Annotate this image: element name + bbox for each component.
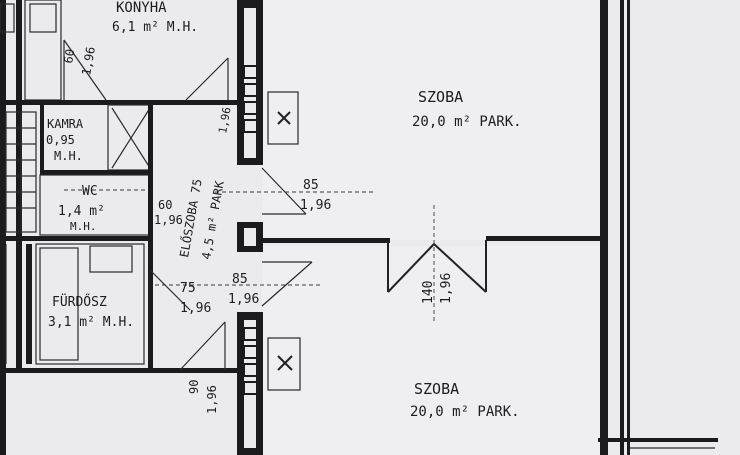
room-top-door-height: 1,96 [300, 198, 331, 213]
bathroom-area: 3,1 m² M.H. [48, 315, 134, 330]
wc-floor: M.H. [70, 220, 97, 233]
wc-door-height: 1,96 [154, 213, 183, 227]
kitchen-name: KONYHA [116, 0, 167, 16]
wc-area: 1,4 m² [58, 204, 105, 219]
chimney-bottom [243, 327, 301, 395]
wc-door-width: 60 [158, 198, 172, 212]
room-top-floor [262, 0, 602, 240]
room-top-area: 20,0 m² PARK. [412, 114, 522, 130]
pantry-floor: M.H. [54, 149, 83, 163]
room-bottom-floor [262, 246, 602, 455]
kitchen-area: 6,1 m² M.H. [112, 20, 198, 35]
wc-name: WC [82, 184, 98, 199]
between-rooms-height: 1,96 [439, 273, 454, 304]
between-rooms-width: 140 [421, 281, 436, 304]
lower-door-height: 1,96 [205, 385, 219, 414]
main-wall [237, 0, 263, 455]
room-bottom-name: SZOBA [414, 380, 459, 398]
bathroom-name: FÜRDŐSZ [52, 293, 107, 310]
room-top-name: SZOBA [418, 88, 463, 106]
room-partition [262, 205, 602, 322]
service-walls [0, 0, 238, 455]
hall-side-height: 1,96 [216, 106, 233, 134]
right-walls [598, 0, 718, 455]
pantry-name: KAMRA [47, 117, 84, 131]
room-bottom-door-width: 85 [232, 272, 248, 287]
chimney-top [243, 65, 299, 145]
lower-door-width: 90 [187, 380, 201, 394]
kitchen-door-height: 1,96 [79, 46, 98, 77]
bath-door-width: 75 [180, 281, 196, 296]
bath-door-height: 1,96 [180, 301, 211, 316]
door-swings [149, 57, 375, 371]
kitchen-door-width: 60 [61, 48, 77, 65]
pantry-area: 0,95 [46, 133, 75, 147]
room-bottom-door-height: 1,96 [228, 292, 259, 307]
room-bottom-area: 20,0 m² PARK. [410, 404, 520, 420]
room-top-door-width: 85 [303, 178, 319, 193]
